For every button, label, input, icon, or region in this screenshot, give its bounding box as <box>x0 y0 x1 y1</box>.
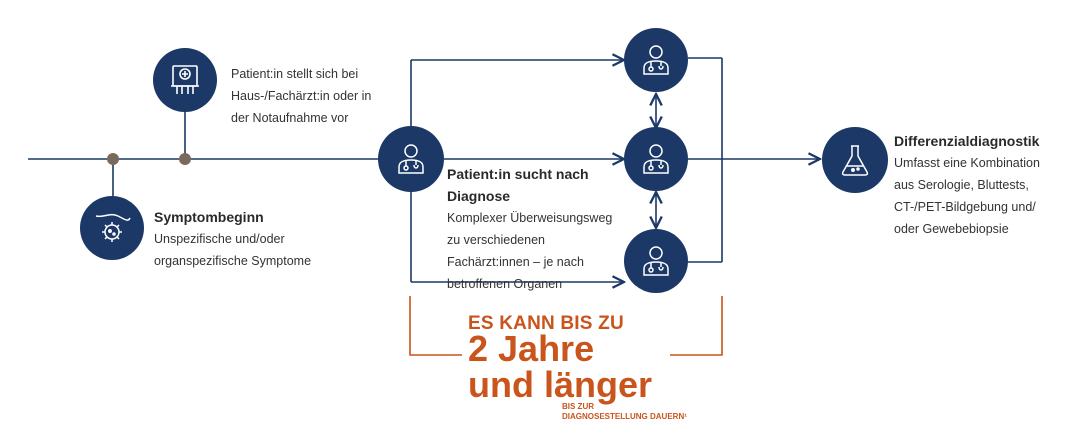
differential-title: Differenzialdiagnostik <box>894 133 1040 149</box>
callout-line-4: BIS ZUR <box>562 402 594 411</box>
doctor-icon <box>643 144 669 174</box>
symptom-text-line: Unspezifische und/oder <box>154 232 285 246</box>
specialist-node-3 <box>624 229 688 293</box>
doctor-icon <box>398 144 424 174</box>
callout-line-3: und länger <box>468 364 653 405</box>
seeking-diagnosis-text-line: betroffenen Organen <box>447 277 563 291</box>
differential-text-line: CT-/PET-Bildgebung und/ <box>894 200 1036 214</box>
callout-line-5: DIAGNOSESTELLUNG DAUERN¹ <box>562 412 687 421</box>
seeking-diagnosis-text-line: Fachärzt:innen – je nach <box>447 255 584 269</box>
differential-text-line: aus Serologie, Bluttests, <box>894 178 1029 192</box>
seeking-diagnosis-text: Patient:in sucht nach Diagnose Komplexer… <box>447 163 612 295</box>
pathogen-icon <box>95 213 131 242</box>
clinic-text-line: Haus-/Fachärzt:in oder in <box>231 89 372 103</box>
specialist-node-2 <box>624 127 688 191</box>
clinic-node <box>153 48 217 112</box>
seeking-diagnosis-text-line: Komplexer Überweisungsweg <box>447 211 613 225</box>
doctor-icon <box>643 246 669 276</box>
seeking-diagnosis-node <box>378 126 444 192</box>
timeline-dot <box>107 153 119 165</box>
clinic-text-line: Patient:in stellt sich bei <box>231 67 359 81</box>
differential-text-line: oder Gewebebiopsie <box>894 222 1009 236</box>
timeline-dot <box>179 153 191 165</box>
symptom-node <box>80 196 144 260</box>
flask-icon <box>841 145 869 176</box>
clinic-icon <box>171 65 199 94</box>
seeking-diagnosis-title: Diagnose <box>447 188 511 204</box>
clinic-text: Patient:in stellt sich bei Haus-/Fachärz… <box>231 63 371 129</box>
specialist-node-1 <box>624 28 688 92</box>
clinic-text-line: der Notaufnahme vor <box>231 111 349 125</box>
symptom-text: Symptombeginn Unspezifische und/oder org… <box>154 206 311 272</box>
seeking-diagnosis-title: Patient:in sucht nach <box>447 166 589 182</box>
symptom-text-line: organspezifische Symptome <box>154 254 312 268</box>
callout-line-1: ES KANN BIS ZU <box>468 313 624 334</box>
differential-node <box>822 127 888 193</box>
differential-text-line: Umfasst eine Kombination <box>894 156 1040 170</box>
differential-text: Differenzialdiagnostik Umfasst eine Komb… <box>894 130 1040 240</box>
doctor-icon <box>643 45 669 75</box>
timespan-bracket <box>409 296 723 356</box>
callout-line-2: 2 Jahre <box>468 328 595 369</box>
symptom-title: Symptombeginn <box>154 209 264 225</box>
seeking-diagnosis-text-line: zu verschiedenen <box>447 233 545 247</box>
